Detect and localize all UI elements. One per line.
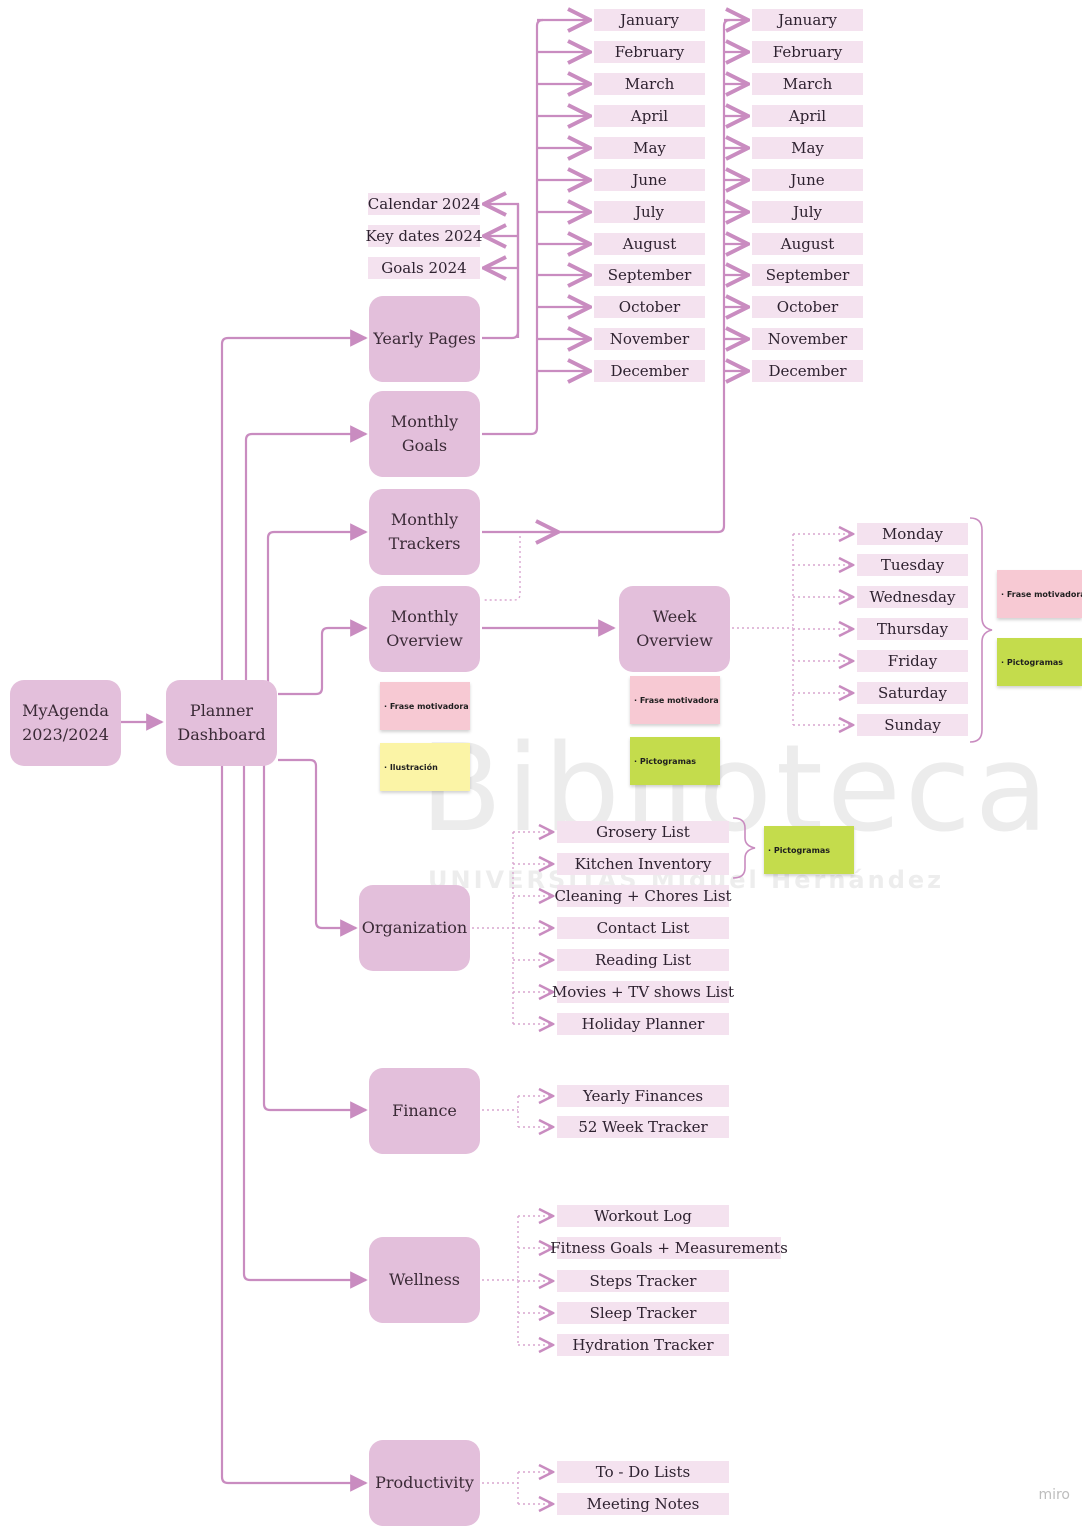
planner-dashboard-node[interactable]: Planner Dashboard: [166, 680, 277, 766]
month-goal-item[interactable]: November: [594, 328, 705, 350]
organization-item[interactable]: Contact List: [557, 917, 729, 939]
day-item[interactable]: Tuesday: [857, 554, 968, 576]
wellness-item[interactable]: Steps Tracker: [557, 1270, 729, 1292]
organization-item[interactable]: Grosery List: [557, 821, 729, 843]
day-item[interactable]: Thursday: [857, 618, 968, 640]
wellness-node[interactable]: Wellness: [369, 1237, 480, 1323]
sticky-picto-organization: · Pictogramas: [764, 826, 854, 874]
watermark: Biblioteca: [420, 720, 1053, 859]
finance-trunk: [482, 1096, 519, 1127]
sticky-frase-days: · Frase motivadora: [997, 570, 1082, 618]
sticky-picto-days: · Pictogramas: [997, 638, 1082, 686]
yearly-item[interactable]: Goals 2024: [368, 257, 480, 279]
month-tracker-item[interactable]: June: [752, 169, 863, 191]
month-goal-item[interactable]: July: [594, 201, 705, 223]
month-goal-item[interactable]: January: [594, 9, 705, 31]
month-tracker-item[interactable]: August: [752, 233, 863, 255]
root-node[interactable]: MyAgenda 2023/2024: [10, 680, 121, 766]
sticky-picto-week: · Pictogramas: [630, 737, 720, 785]
month-tracker-item[interactable]: May: [752, 137, 863, 159]
day-item[interactable]: Saturday: [857, 682, 968, 704]
sticky-frase-week: · Frase motivadora: [630, 676, 720, 724]
finance-item[interactable]: 52 Week Tracker: [557, 1116, 729, 1138]
sticky-frase-monthly: · Frase motivadora: [380, 682, 470, 730]
month-goal-item[interactable]: October: [594, 296, 705, 318]
goals-trunk: [482, 18, 544, 436]
month-tracker-item[interactable]: April: [752, 105, 863, 127]
productivity-trunk: [482, 1472, 519, 1504]
month-goal-item[interactable]: August: [594, 233, 705, 255]
organization-item[interactable]: Movies + TV shows List: [551, 981, 735, 1003]
miro-logo: miro: [1038, 1487, 1070, 1503]
organization-item[interactable]: Cleaning + Chores List: [554, 885, 732, 907]
organization-node[interactable]: Organization: [359, 885, 470, 971]
finance-node[interactable]: Finance: [369, 1068, 480, 1154]
wellness-item[interactable]: Fitness Goals + Measurements: [550, 1237, 788, 1259]
wellness-item[interactable]: Workout Log: [557, 1205, 729, 1227]
wellness-item[interactable]: Sleep Tracker: [557, 1302, 729, 1324]
month-goal-item[interactable]: September: [594, 264, 705, 286]
month-tracker-item[interactable]: February: [752, 41, 863, 63]
yearly-pages-node[interactable]: Yearly Pages: [369, 296, 480, 382]
monthly-trackers-node[interactable]: Monthly Trackers: [369, 489, 480, 575]
day-item[interactable]: Sunday: [857, 714, 968, 736]
wellness-trunk: [482, 1216, 519, 1345]
day-item[interactable]: Wednesday: [857, 586, 968, 608]
organization-item[interactable]: Reading List: [557, 949, 729, 971]
month-goal-item[interactable]: April: [594, 105, 705, 127]
trackers-trunk: [482, 18, 731, 534]
month-tracker-item[interactable]: September: [752, 264, 863, 286]
organization-item[interactable]: Kitchen Inventory: [557, 853, 729, 875]
yearly-item[interactable]: Calendar 2024: [367, 193, 481, 215]
tracker-overview-dotted: [482, 536, 521, 601]
month-tracker-item[interactable]: December: [752, 360, 863, 382]
day-item[interactable]: Friday: [857, 650, 968, 672]
yearly-item[interactable]: Key dates 2024: [365, 225, 483, 247]
productivity-node[interactable]: Productivity: [369, 1440, 480, 1526]
organization-trunk: [472, 832, 514, 1024]
month-tracker-item[interactable]: November: [752, 328, 863, 350]
productivity-item[interactable]: To - Do Lists: [557, 1461, 729, 1483]
month-goal-item[interactable]: March: [594, 73, 705, 95]
week-overview-node[interactable]: Week Overview: [619, 586, 730, 672]
productivity-item[interactable]: Meeting Notes: [557, 1493, 729, 1515]
monthly-goals-node[interactable]: Monthly Goals: [369, 391, 480, 477]
month-tracker-item[interactable]: January: [752, 9, 863, 31]
month-tracker-item[interactable]: March: [752, 73, 863, 95]
month-tracker-item[interactable]: July: [752, 201, 863, 223]
wellness-item[interactable]: Hydration Tracker: [557, 1334, 729, 1356]
day-item[interactable]: Monday: [857, 523, 968, 545]
month-goal-item[interactable]: May: [594, 137, 705, 159]
month-tracker-item[interactable]: October: [752, 296, 863, 318]
organization-item[interactable]: Holiday Planner: [557, 1013, 729, 1035]
monthly-overview-node[interactable]: Monthly Overview: [369, 586, 480, 672]
month-goal-item[interactable]: June: [594, 169, 705, 191]
month-goal-item[interactable]: December: [594, 360, 705, 382]
finance-item[interactable]: Yearly Finances: [557, 1085, 729, 1107]
month-goal-item[interactable]: February: [594, 41, 705, 63]
days-trunk: [732, 534, 794, 725]
yearly-connector: [484, 204, 520, 338]
yearly-trunk: [482, 204, 520, 340]
sticky-ilustracion-monthly: · Ilustración: [380, 743, 470, 791]
